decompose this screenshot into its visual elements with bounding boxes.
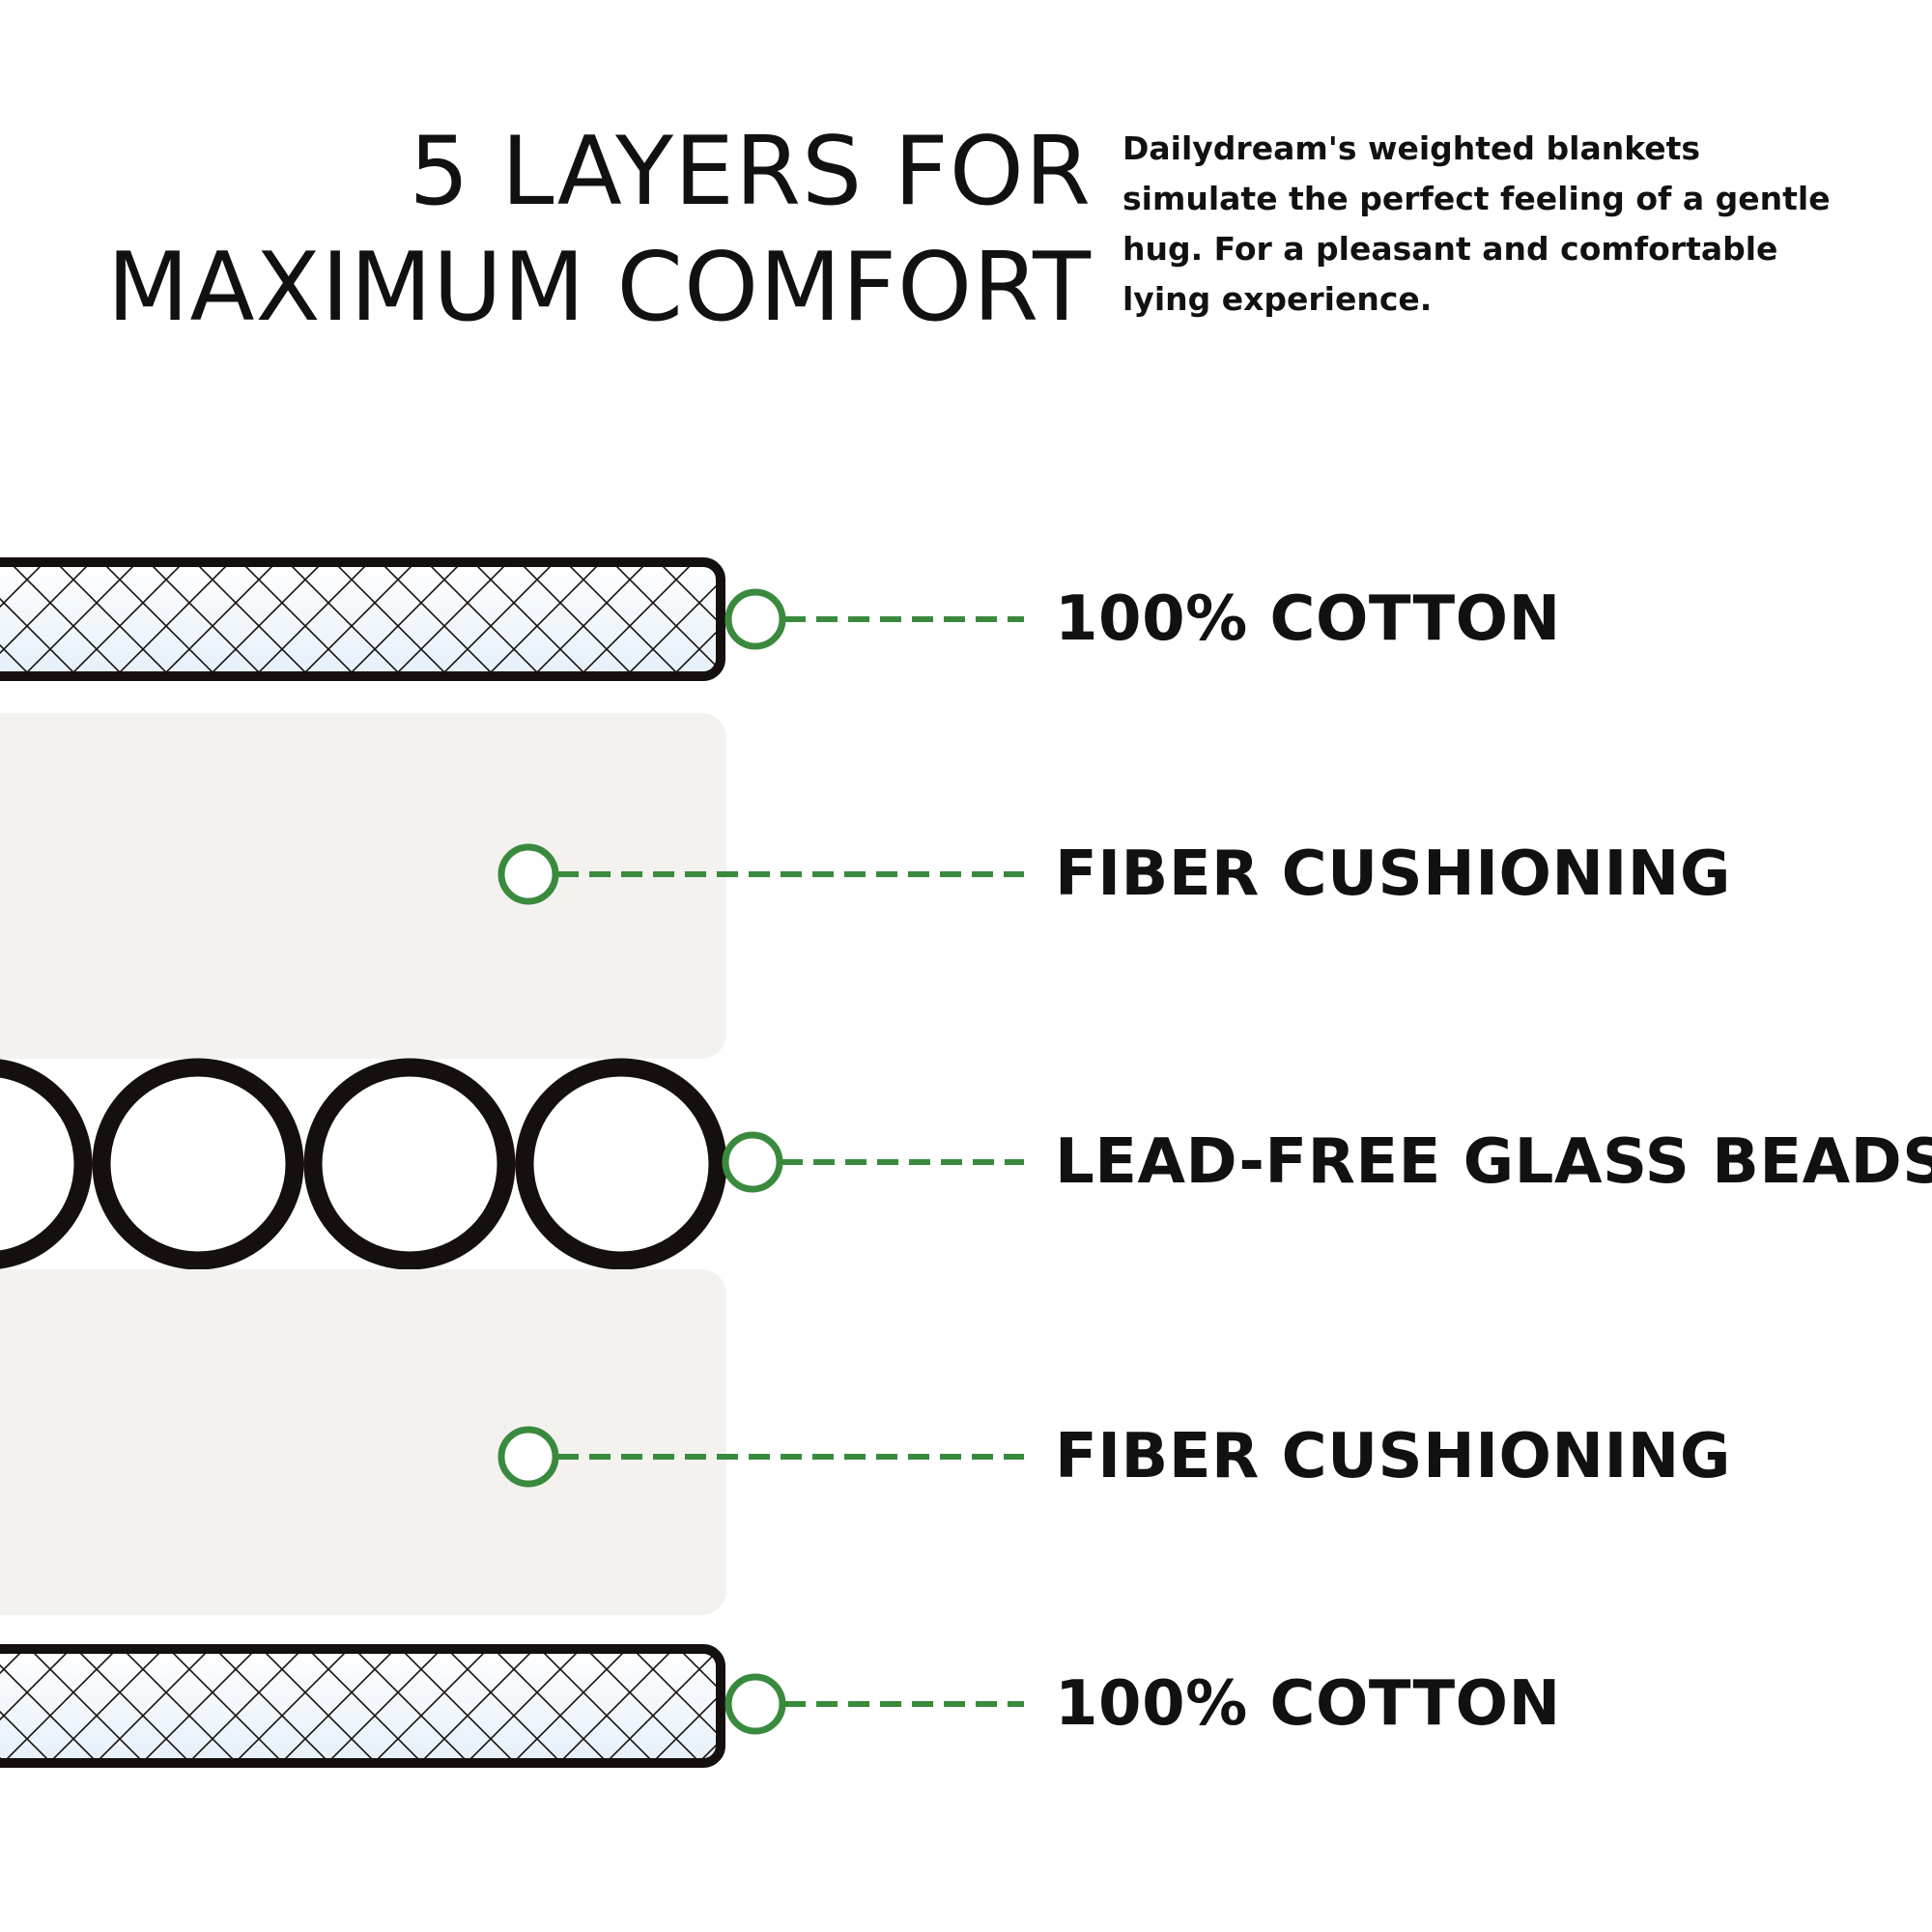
layer-2-fiber-cushioning	[0, 713, 726, 1059]
title-line-2: MAXIMUM COMFORT	[106, 233, 1092, 343]
page-title: 5 LAYERS FOR MAXIMUM COMFORT	[0, 114, 1092, 346]
layer-4-fiber-cushioning	[0, 1269, 726, 1615]
glass-bead	[0, 1059, 93, 1269]
layer-label-fiber-top: FIBER CUSHIONING	[1055, 838, 1731, 910]
glass-bead	[303, 1058, 516, 1270]
layer-label-glass-beads: LEAD-FREE GLASS BEADS	[1055, 1126, 1932, 1198]
marker-circle-4	[497, 1426, 559, 1488]
marker-circle-5	[724, 1673, 786, 1735]
glass-bead	[92, 1058, 304, 1270]
layer-label-cotton-bottom: 100% COTTON	[1055, 1668, 1561, 1740]
marker-circle-2	[497, 843, 559, 905]
layer-3-glass-beads	[0, 1058, 727, 1270]
title-line-1: 5 LAYERS FOR	[409, 117, 1092, 227]
layer-1-cotton	[0, 557, 725, 681]
layer-label-cotton-top: 100% COTTON	[1055, 583, 1561, 655]
marker-circle-1	[724, 588, 786, 650]
layer-label-fiber-bottom: FIBER CUSHIONING	[1055, 1421, 1731, 1492]
layer-5-cotton	[0, 1644, 725, 1768]
description-text: Dailydream's weighted blankets simulate …	[1122, 129, 1831, 318]
glass-bead	[515, 1058, 727, 1270]
marker-circle-3	[722, 1131, 783, 1193]
